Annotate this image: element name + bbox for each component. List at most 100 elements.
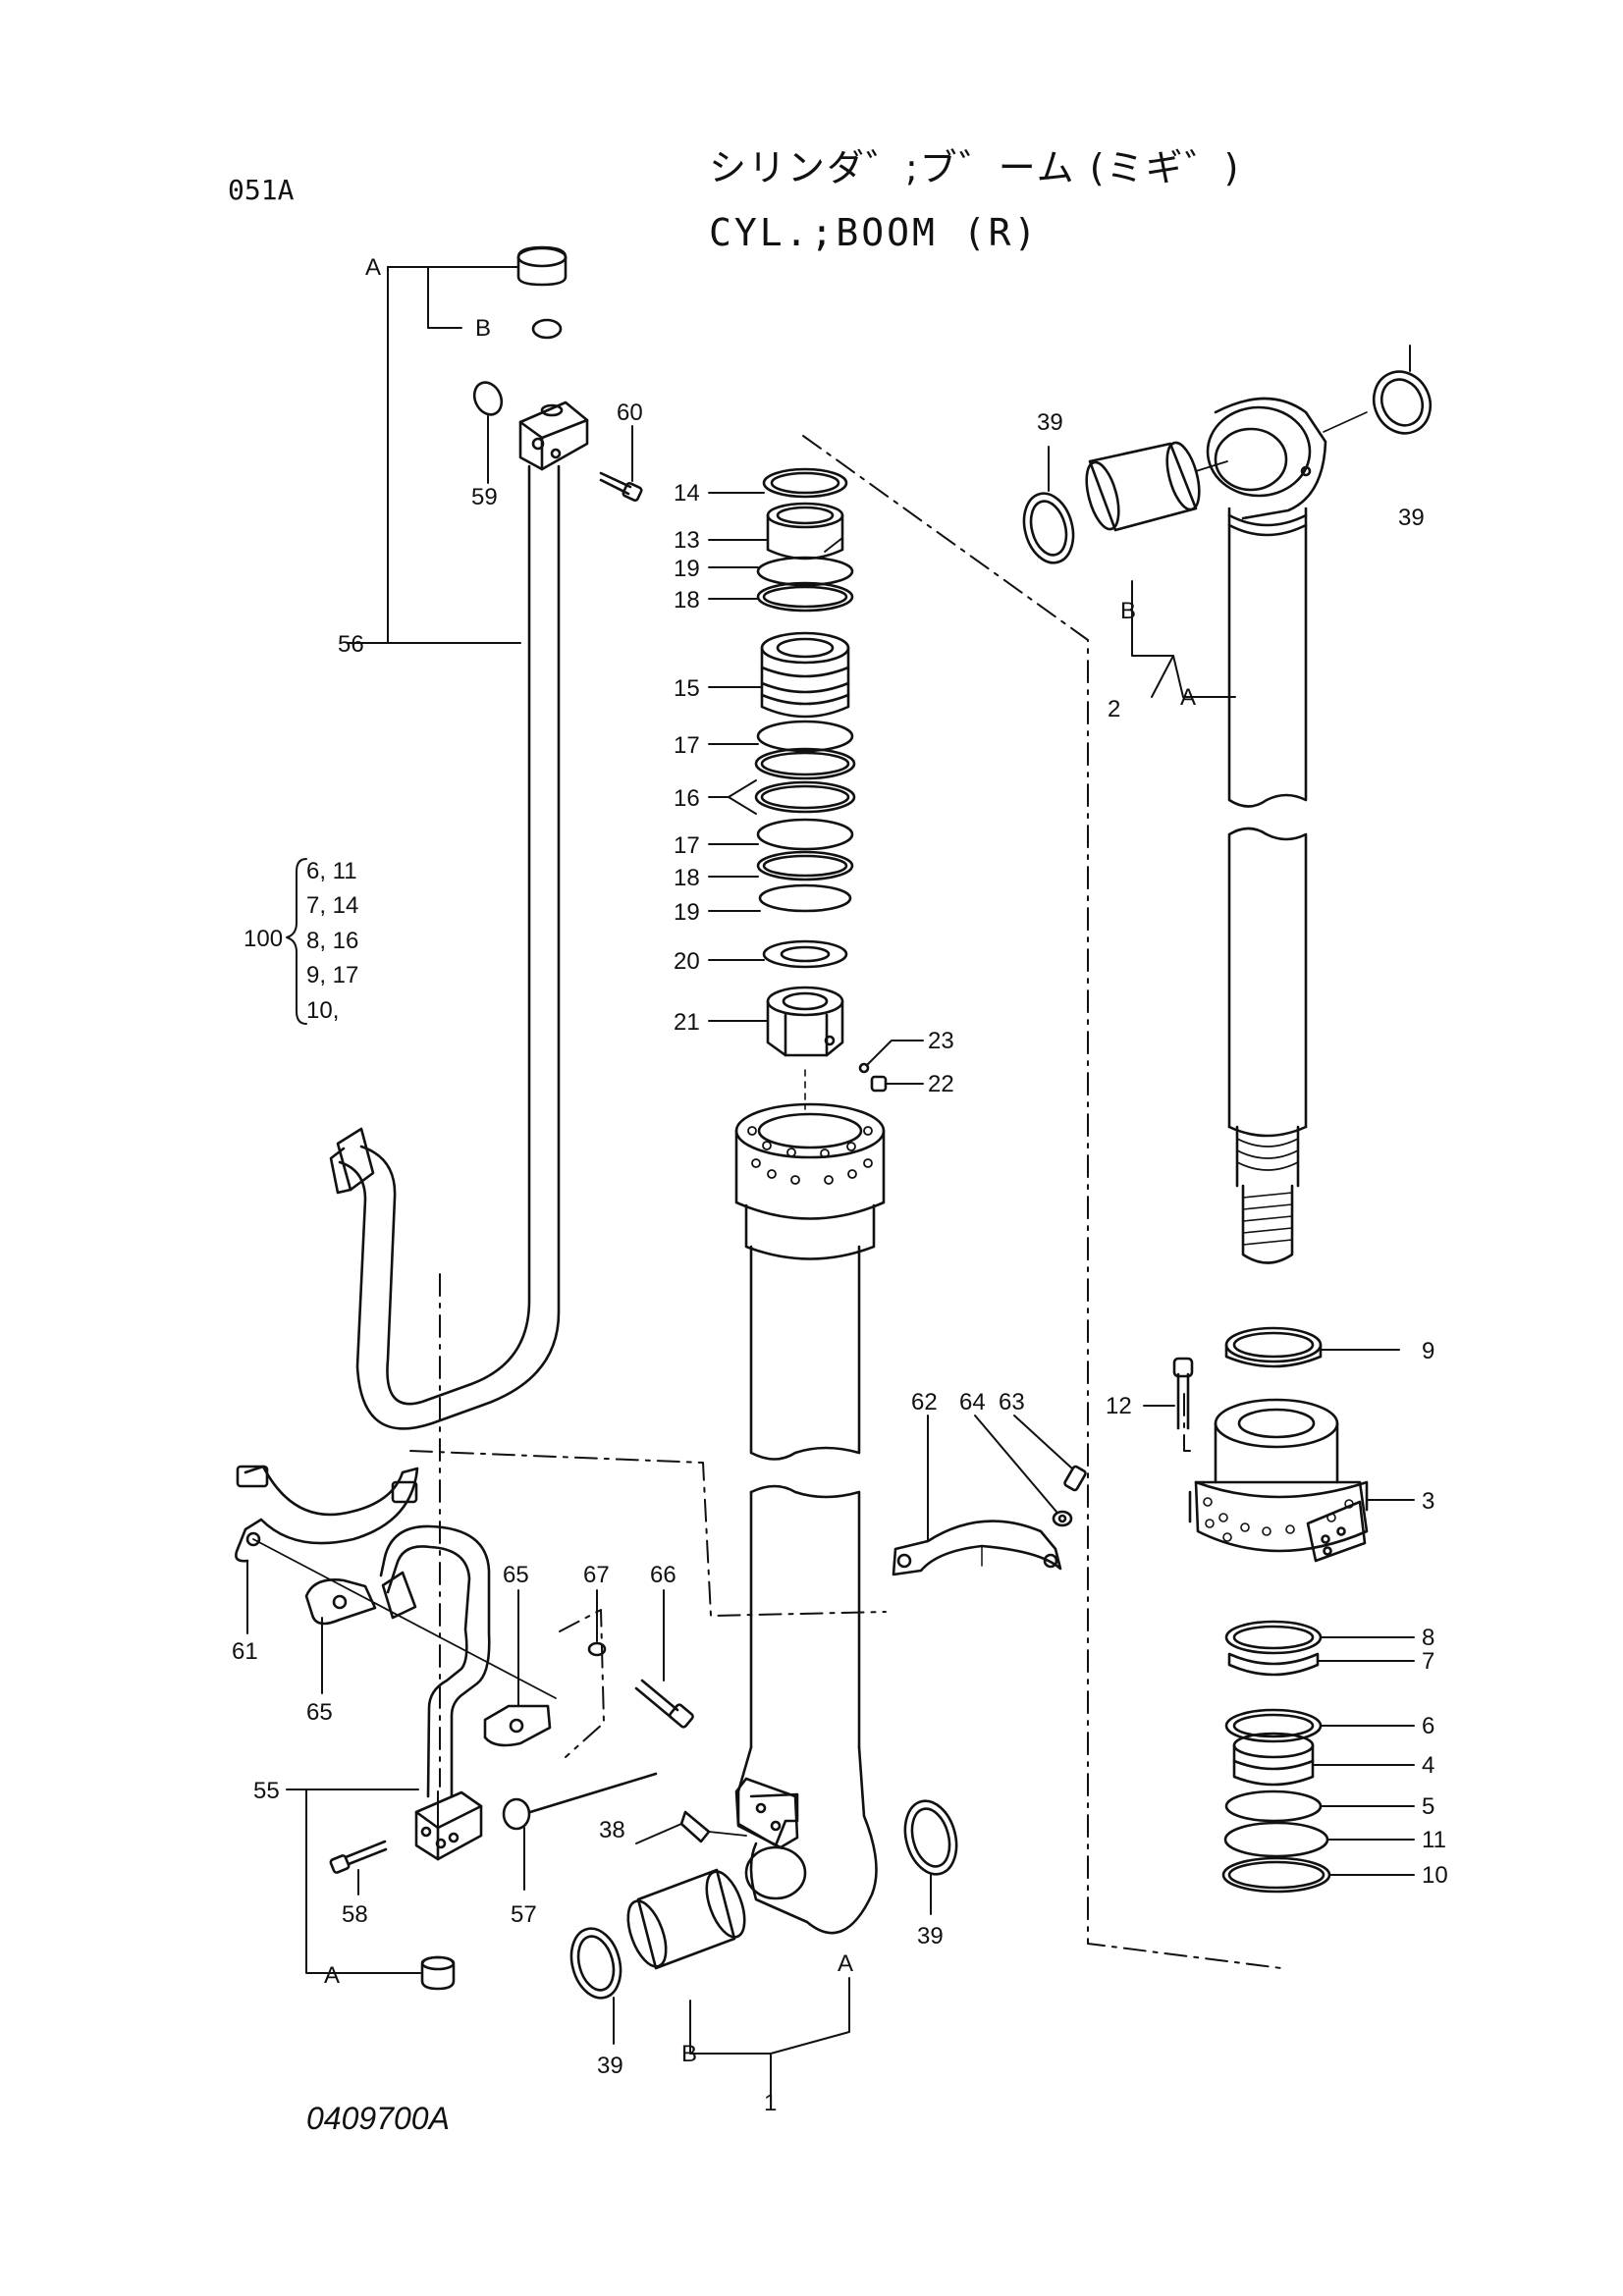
- callout-19: 19: [674, 556, 700, 582]
- callout-11: 11: [1422, 1827, 1446, 1853]
- callout-18: 18: [674, 865, 700, 891]
- kit-item: 7, 14: [306, 892, 358, 919]
- bolt-66: [634, 1679, 679, 1720]
- bushing-rod: [1088, 442, 1198, 532]
- label-a-top: A: [365, 254, 381, 281]
- pipe-56-nut: [336, 1127, 375, 1192]
- bolt-60: [599, 471, 632, 496]
- part-14: [762, 467, 848, 499]
- callout-39: 39: [597, 2053, 623, 2079]
- seal-39-lower-right: [903, 1799, 958, 1876]
- oring-top: [531, 318, 563, 340]
- bolt-58: [344, 1840, 388, 1866]
- part-4: [1232, 1743, 1315, 1787]
- callout-57: 57: [511, 1901, 537, 1928]
- callout-8: 8: [1422, 1625, 1434, 1651]
- callout-7: 7: [1422, 1648, 1434, 1675]
- page-code: 051A: [228, 174, 295, 206]
- small-hardware: [587, 1465, 1087, 1729]
- clamp-62: [892, 1520, 1062, 1576]
- part-17-bottom: [756, 818, 854, 851]
- callout-6: 6: [1422, 1713, 1434, 1739]
- callout-23: 23: [928, 1028, 954, 1054]
- callout-61: 61: [232, 1638, 258, 1665]
- plug-bottom: [420, 1955, 456, 1991]
- callout-22: 22: [928, 1071, 954, 1097]
- label-a-bottom: A: [324, 1962, 340, 1989]
- callout-1: 1: [764, 2090, 777, 2116]
- title-japanese: シリンダ゛;ブ゛ーム (ミギ゛): [709, 146, 1241, 189]
- callout-64: 64: [959, 1389, 986, 1415]
- seal-39-lower-left: [569, 1927, 622, 2000]
- label-b-rod: B: [1120, 598, 1136, 624]
- callout-58: 58: [342, 1901, 368, 1928]
- label-b-tube: B: [681, 2041, 697, 2067]
- top-port-parts: [472, 245, 643, 503]
- callout-15: 15: [674, 675, 700, 702]
- clamp-65-left: [304, 1578, 377, 1626]
- part-22: [870, 1075, 888, 1093]
- part-23: [858, 1062, 870, 1074]
- kit-item: 8, 16: [306, 928, 358, 954]
- kit-item: 9, 17: [306, 962, 358, 988]
- part-7: [1227, 1652, 1320, 1677]
- flange-block-top: [518, 400, 589, 471]
- callout-4: 4: [1422, 1752, 1434, 1779]
- part-16b: [754, 780, 856, 814]
- washer-67: [587, 1641, 607, 1657]
- dash-band-outline: [409, 1450, 887, 1617]
- pipe-55: [329, 1524, 658, 1991]
- rod-assembly: [1022, 370, 1433, 1264]
- callout-38: 38: [599, 1817, 625, 1843]
- callout-39: 39: [917, 1923, 944, 1949]
- callout-numbers: 14 13 19 18 15 17 16 17 18 19 20 21 23 2…: [232, 254, 1448, 2116]
- kit-item: 10,: [306, 997, 339, 1024]
- clamp-61: [235, 1465, 557, 1699]
- part-19-top: [756, 556, 854, 587]
- callout-13: 13: [674, 527, 700, 554]
- piston-stack: [754, 467, 888, 1110]
- callout-55: 55: [253, 1778, 280, 1804]
- callout-39: 39: [1037, 409, 1063, 436]
- flange-block-bottom: [414, 1790, 483, 1861]
- callout-2: 2: [1108, 696, 1120, 722]
- part-19-bottom: [758, 883, 852, 913]
- dash-65-link: [559, 1609, 605, 1758]
- part-15: [760, 631, 850, 665]
- callout-63: 63: [999, 1389, 1025, 1415]
- oring-59: [472, 381, 504, 416]
- oring-57: [502, 1797, 531, 1831]
- callout-10: 10: [1422, 1862, 1448, 1889]
- bracket-leaders: [286, 266, 1236, 2082]
- callout-9: 9: [1422, 1338, 1434, 1364]
- lower-pin-parts: [569, 1799, 958, 2000]
- bushing-lower: [636, 1868, 736, 1970]
- title-english: CYL.;BOOM (R): [709, 211, 1040, 254]
- part-18-bottom: [756, 850, 854, 881]
- washer-64: [1052, 1510, 1073, 1527]
- part-13: [766, 513, 844, 561]
- seal-39-rod-left: [1022, 492, 1075, 564]
- guide-lines: [409, 435, 1282, 1969]
- callout-60: 60: [617, 400, 643, 426]
- drawing-number: 0409700A: [306, 2101, 450, 2136]
- callout-39: 39: [1398, 505, 1425, 531]
- kit-number: 100: [243, 926, 283, 952]
- part-18-top: [756, 581, 854, 613]
- callout-19: 19: [674, 899, 700, 926]
- callout-67: 67: [583, 1562, 610, 1588]
- callout-59: 59: [471, 484, 498, 510]
- seal-39-rod-right: [1372, 370, 1433, 435]
- bolt-63: [1063, 1465, 1087, 1492]
- part-11: [1223, 1821, 1329, 1858]
- cylinder-head: [1172, 1326, 1369, 1894]
- bolt-12: [1176, 1372, 1190, 1430]
- pipe-55-nut: [381, 1571, 417, 1620]
- part-5: [1224, 1789, 1323, 1823]
- callout-21: 21: [674, 1009, 700, 1036]
- part-38: [679, 1810, 711, 1843]
- kit-item: 6, 11: [306, 858, 357, 884]
- pipe-56: [329, 464, 561, 1430]
- callout-5: 5: [1422, 1793, 1434, 1820]
- flange-bolt-holes: [747, 1126, 873, 1185]
